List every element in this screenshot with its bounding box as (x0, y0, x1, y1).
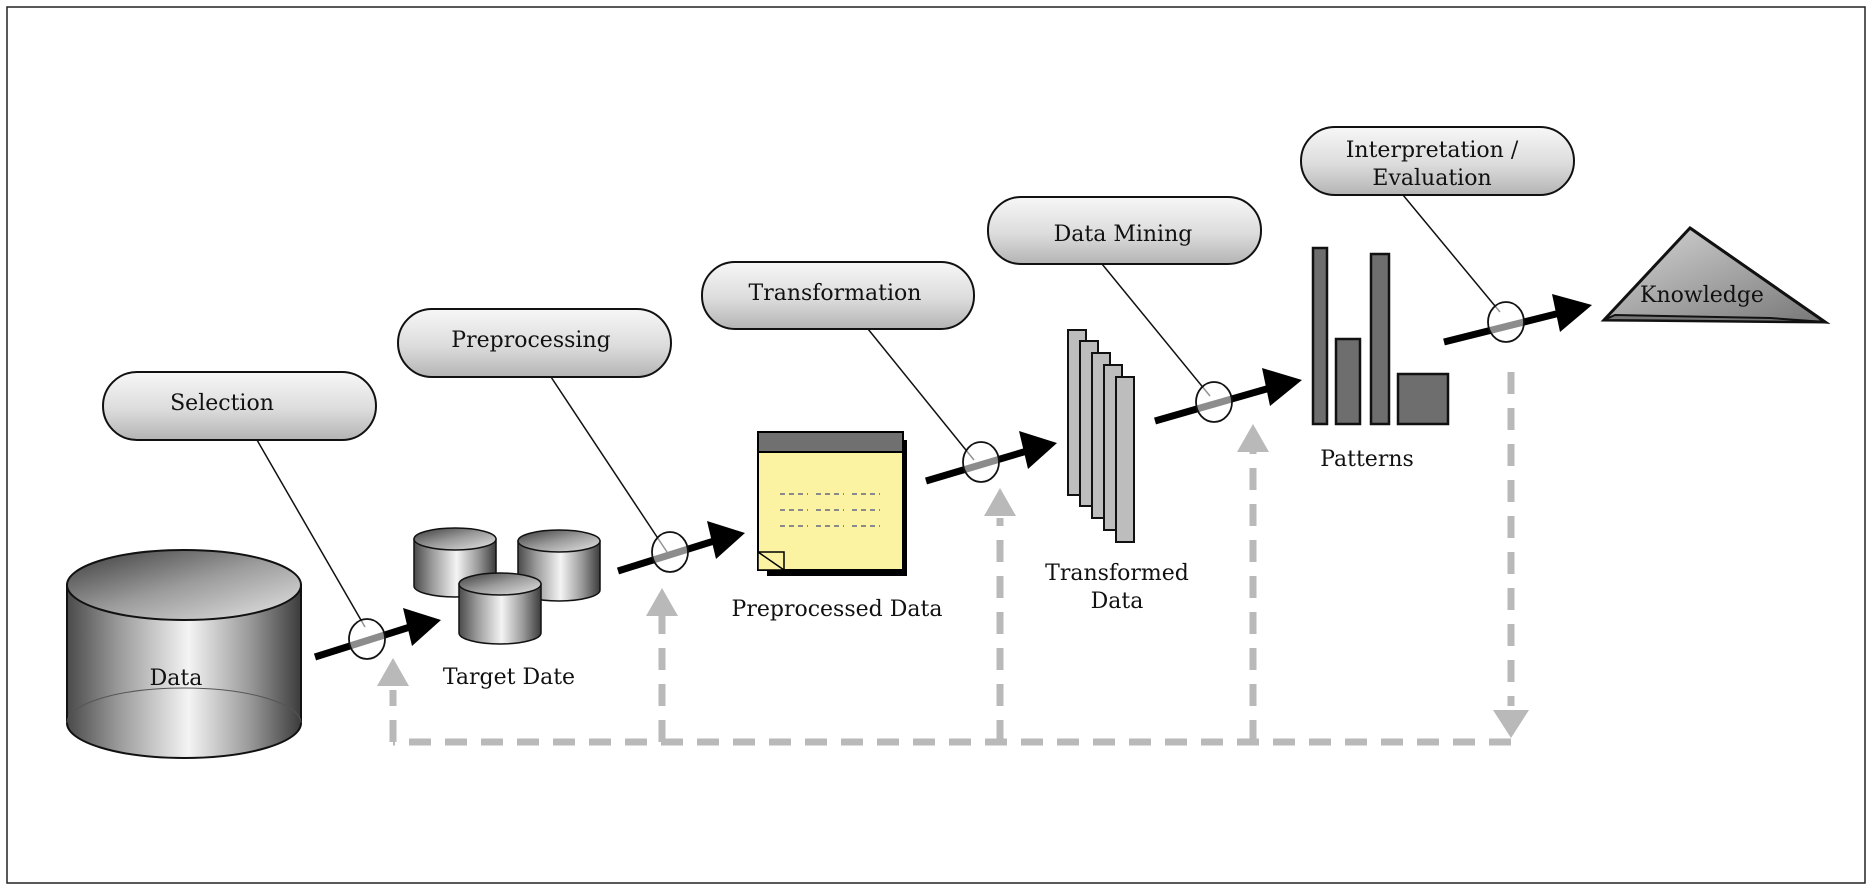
circle-icon (348, 618, 386, 660)
preprocessing-label: Preprocessing (451, 328, 610, 353)
selection-pill (102, 371, 377, 441)
patterns-bars-icon (1311, 246, 1450, 426)
target-data-cylinders-icon (413, 527, 601, 645)
preprocessed-data-label: Preprocessed Data (732, 597, 943, 622)
feedback-up-arrowhead-2 (646, 588, 678, 616)
small-cylinder-icon (458, 572, 542, 645)
circle-icon (1487, 301, 1525, 343)
arrow-circles (348, 301, 1525, 660)
feedback-down-arrowhead (1493, 710, 1529, 738)
interpretation-label-line1: Interpretation / (1346, 138, 1519, 163)
feedback-up-arrowhead-1 (377, 658, 409, 686)
selection-label: Selection (170, 391, 274, 416)
interpretation-label-line2: Evaluation (1372, 166, 1491, 191)
diagram-frame (6, 6, 1866, 884)
transformed-data-label-line1: Transformed (1045, 561, 1189, 586)
transformed-data-layers-icon (1067, 329, 1135, 543)
circle-icon (1195, 381, 1233, 423)
data-mining-label: Data Mining (1054, 222, 1193, 247)
target-data-label: Target Date (443, 665, 575, 690)
feedback-up-arrowhead-3 (984, 488, 1016, 516)
transformed-data-label-line2: Data (1091, 589, 1144, 614)
step-selection: Selection (102, 371, 377, 441)
data-label: Data (150, 666, 203, 691)
interpretation-evaluation-pill (1300, 126, 1575, 196)
preprocessed-data-note-icon (757, 431, 907, 576)
patterns-label: Patterns (1320, 447, 1414, 472)
data-mining-pill (987, 196, 1262, 265)
circle-icon (651, 531, 689, 573)
circle-icon (962, 441, 1000, 483)
transformation-label: Transformation (749, 281, 922, 306)
feedback-up-arrowhead-4 (1237, 424, 1269, 452)
preprocessing-pill (397, 308, 672, 378)
step-data-mining: Data Mining (987, 196, 1262, 265)
knowledge-pyramid-icon (1600, 226, 1831, 324)
pill-connectors (256, 194, 1501, 628)
feedback-arrowheads (377, 424, 1529, 738)
feedback-loop (389, 372, 1515, 746)
step-interpretation-evaluation: Interpretation / Evaluation (1300, 126, 1575, 196)
step-preprocessing: Preprocessing (397, 308, 672, 378)
data-cylinder-icon (66, 549, 302, 759)
knowledge-label: Knowledge (1640, 283, 1764, 308)
transformation-pill (701, 261, 975, 330)
step-transformation: Transformation (701, 261, 975, 330)
